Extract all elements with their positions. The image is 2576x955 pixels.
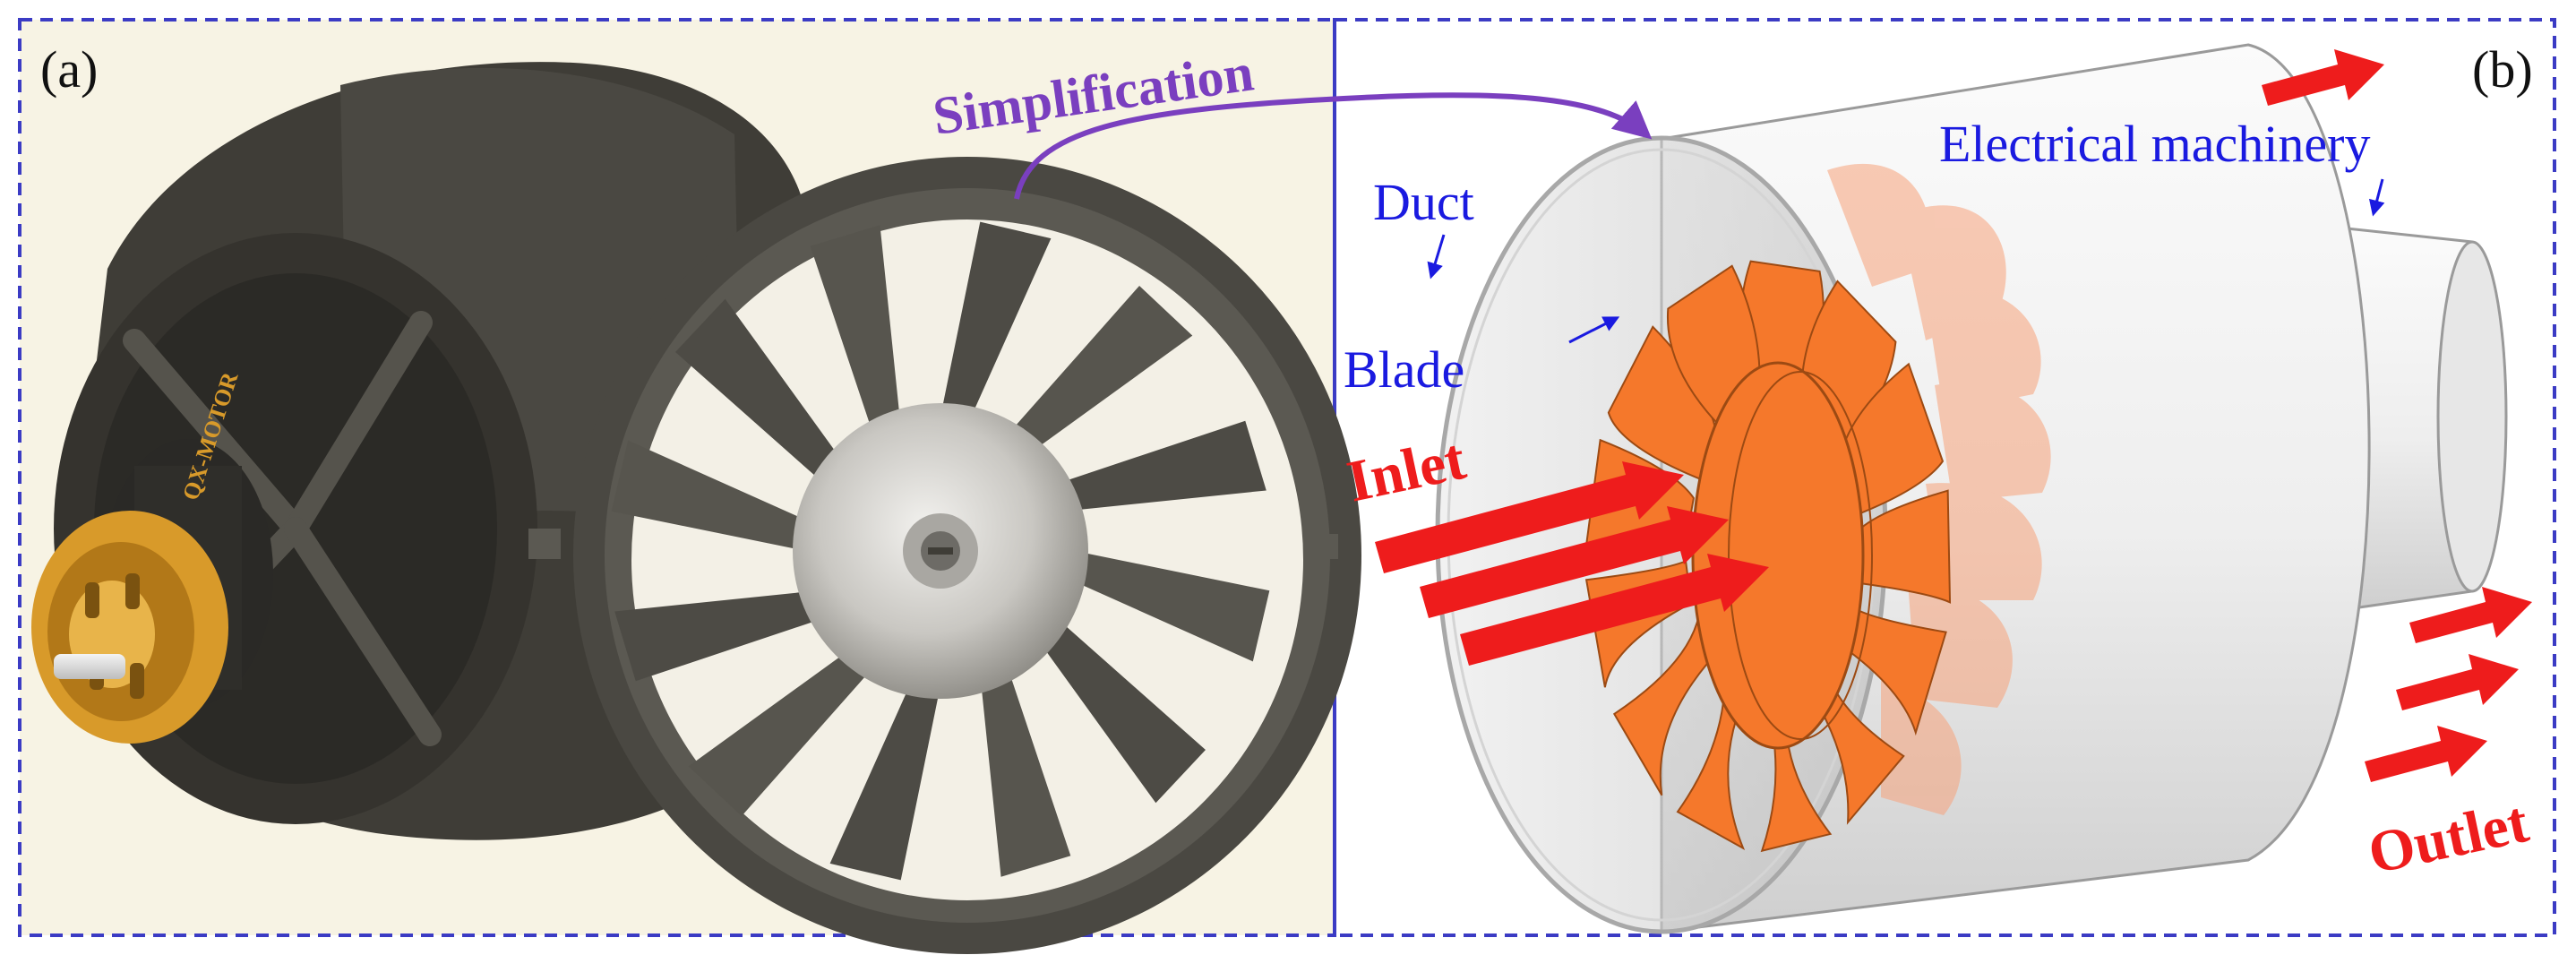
outlet-arrow-1	[2409, 587, 2532, 643]
outlet-label: Outlet	[2363, 789, 2534, 887]
inlet-arrow-1	[1375, 461, 1684, 573]
mount-tab-left	[528, 529, 561, 559]
simplification-arrow	[1014, 92, 1653, 200]
fan-blade	[688, 650, 873, 816]
rotor-blade	[1850, 489, 1952, 604]
fan-blade	[810, 225, 901, 435]
motor-shaft	[54, 654, 125, 679]
fan-blade	[980, 667, 1071, 877]
electrical-machinery-label: Electrical machinery	[1939, 115, 2370, 173]
fan-blade	[1056, 420, 1267, 512]
blade-label: Blade	[1344, 340, 1464, 399]
rotor-hub	[1691, 361, 1865, 750]
brushless-motor: QX-MOTOR	[31, 369, 273, 744]
blade-pointer	[1568, 316, 1620, 344]
outlet-arrow-top	[2262, 49, 2384, 106]
fan-blade	[1039, 618, 1206, 804]
inlet-arrow-2	[1420, 506, 1729, 618]
outlet-arrow-3	[2365, 726, 2487, 782]
electrical-machinery-pointer	[2368, 178, 2385, 217]
mount-tab-right	[1317, 534, 1338, 559]
front-fan-blades	[611, 221, 1270, 881]
fan-blade	[614, 590, 825, 682]
simplified-model	[1435, 43, 2508, 934]
outlet-arrow-2	[2396, 654, 2519, 710]
panel-b-tag: (b)	[2472, 40, 2533, 99]
fan-blade	[675, 298, 842, 484]
ghost-blades	[1827, 163, 2051, 815]
inlet-arrow-3	[1460, 554, 1769, 666]
fan-blade	[940, 221, 1052, 420]
fan-blade	[1071, 551, 1270, 662]
fan-blade	[611, 440, 810, 551]
duct-pointer	[1427, 234, 1446, 280]
fan-blade	[1008, 286, 1193, 452]
rotor-blade	[1832, 601, 1947, 736]
front-fan	[528, 157, 1361, 954]
panel-a-tag: (a)	[40, 40, 98, 99]
fan-blade	[829, 682, 940, 881]
outlet-flow-arrows	[2262, 49, 2532, 782]
inlet-flow-arrows	[1375, 461, 1769, 666]
duct-label: Duct	[1373, 173, 1474, 231]
rotor-blade	[1612, 620, 1715, 796]
